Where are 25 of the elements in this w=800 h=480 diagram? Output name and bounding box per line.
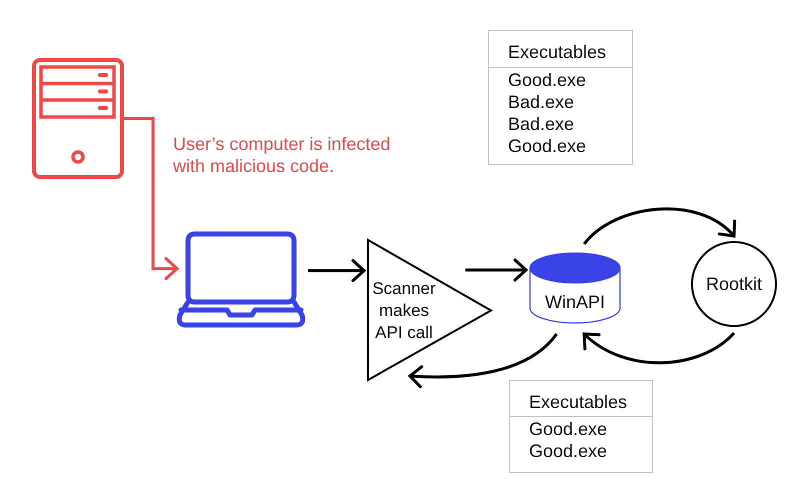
- node-label: WinAPI: [544, 291, 606, 313]
- annotation-text: User’s computer is infected with malicious code.: [173, 133, 392, 177]
- arrow: [582, 332, 736, 364]
- file-name: Good.exe: [508, 69, 586, 91]
- arrow: [124, 117, 178, 280]
- node-label: Scanner makes API call: [371, 278, 437, 344]
- table-header: Executables: [508, 41, 606, 63]
- arrow: [583, 208, 736, 246]
- laptop-icon: [175, 231, 307, 330]
- arrow: [465, 258, 528, 282]
- file-name: Good.exe: [508, 135, 586, 157]
- process-circle: [691, 241, 777, 327]
- process-triangle: [367, 239, 493, 382]
- node-label: Rootkit: [704, 273, 764, 295]
- file-list-table: [509, 380, 653, 473]
- table-header: Executables: [529, 391, 628, 413]
- arrow: [408, 333, 558, 388]
- database-cylinder: [529, 252, 621, 324]
- file-name: Good.exe: [529, 440, 608, 462]
- file-name: Bad.exe: [508, 91, 574, 113]
- file-name: Bad.exe: [508, 113, 574, 135]
- file-list-table: [488, 30, 633, 165]
- arrow: [308, 259, 366, 282]
- file-name: Good.exe: [529, 418, 608, 440]
- desktop-computer-icon: [32, 58, 124, 179]
